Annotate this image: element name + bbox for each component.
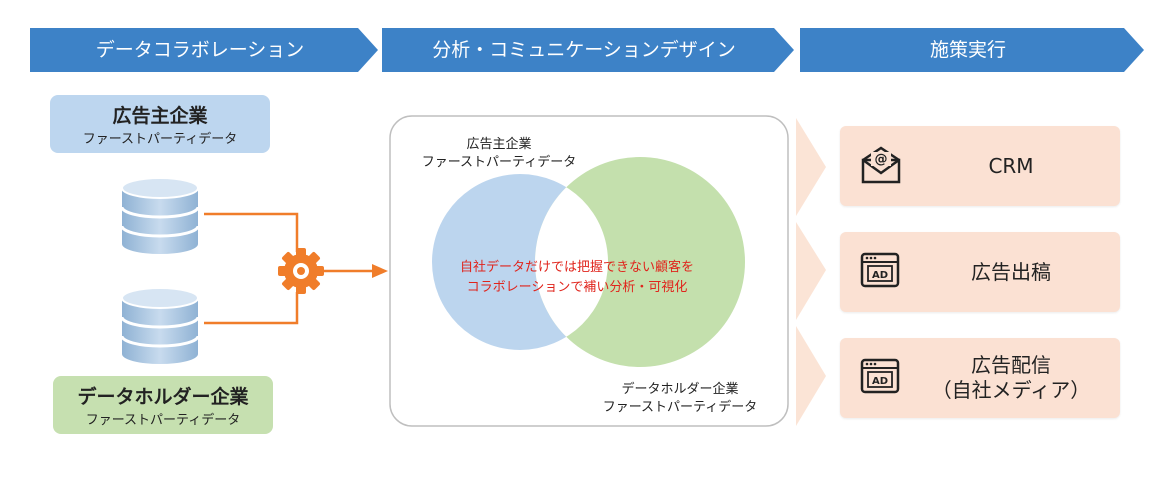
venn-label-holder-title: データホルダー企業 xyxy=(621,382,739,397)
action-label-ad-delivery-line1: 広告配信 xyxy=(970,353,1051,377)
gear-icon xyxy=(278,248,324,294)
venn-label-holder-subtitle: ファーストパーティデータ xyxy=(602,399,758,415)
header-label-execution: 施策実行 xyxy=(929,39,1006,61)
venn-label-advertiser-title: 広告主企業 xyxy=(466,137,532,152)
chevron-ad-placement xyxy=(796,222,826,320)
venn-label-holder: データホルダー企業 ファーストパーティデータ xyxy=(590,381,770,416)
holder-source-subtitle: ファーストパーティデータ xyxy=(85,413,241,428)
holder-source-box: データホルダー企業 ファーストパーティデータ xyxy=(53,376,273,434)
header-label-analysis: 分析・コミュニケーションデザイン xyxy=(432,39,736,61)
database-icon-holder xyxy=(120,287,200,364)
header-label-collaboration: データコラボレーション xyxy=(95,39,305,61)
action-label-ad-delivery: 広告配信 （自社メディア） xyxy=(902,338,1120,418)
action-label-ad-placement: 広告出稿 xyxy=(971,259,1051,284)
venn-overlap-line2: コラボレーションで補い分析・可視化 xyxy=(466,280,688,296)
header-arrow-collaboration xyxy=(30,28,378,72)
chevron-crm xyxy=(796,118,826,216)
ad-browser-icon: AD xyxy=(860,252,900,292)
venn-overlap-line1: 自社データだけでは把握できない顧客を xyxy=(459,260,694,275)
venn-overlap-text: 自社データだけでは把握できない顧客を コラボレーションで補い分析・可視化 xyxy=(432,258,722,298)
header-arrow-execution xyxy=(800,28,1144,72)
action-card-ad-placement: AD 広告出稿 xyxy=(840,232,1120,312)
action-chevrons xyxy=(796,118,826,426)
svg-text:AD: AD xyxy=(872,270,888,281)
chevron-ad-delivery xyxy=(796,326,826,426)
venn-label-advertiser: 広告主企業 ファーストパーティデータ xyxy=(414,136,584,171)
connector-arrowhead xyxy=(372,264,388,278)
svg-text:@: @ xyxy=(875,152,888,167)
advertiser-source-box: 広告主企業 ファーストパーティデータ xyxy=(50,95,270,153)
action-label-ad-delivery-line2: （自社メディア） xyxy=(931,378,1091,402)
action-label-crm: CRM xyxy=(988,153,1034,178)
venn-diagram xyxy=(432,157,745,367)
database-icon-advertiser xyxy=(120,177,200,254)
holder-source-title: データホルダー企業 xyxy=(77,386,249,408)
advertiser-source-title: 広告主企業 xyxy=(112,105,208,127)
venn-label-advertiser-subtitle: ファーストパーティデータ xyxy=(421,154,577,170)
action-card-ad-delivery: AD 広告配信 （自社メディア） xyxy=(840,338,1120,418)
ad-browser-icon: AD xyxy=(860,358,900,398)
header-arrow-analysis xyxy=(382,28,794,72)
svg-text:AD: AD xyxy=(872,376,888,387)
venn-overlap xyxy=(535,174,608,350)
mail-icon: @ xyxy=(860,144,902,188)
action-card-crm: @ CRM xyxy=(840,126,1120,206)
advertiser-source-subtitle: ファーストパーティデータ xyxy=(82,132,238,147)
connector-lines xyxy=(204,212,374,325)
